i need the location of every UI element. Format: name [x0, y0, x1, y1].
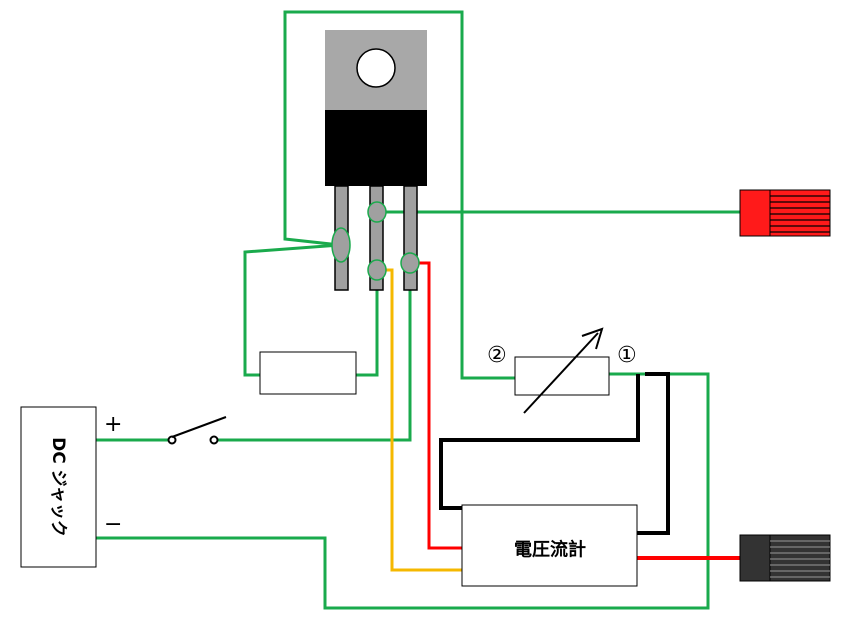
solder-joint-middle-top: [367, 201, 387, 223]
dc-jack-box: [20, 406, 97, 568]
voltage-regulator: [325, 30, 427, 291]
regulator-body: [325, 110, 427, 186]
regulator-mount-hole: [356, 48, 396, 88]
wire-yellow: [377, 268, 462, 572]
wire-resistor-to-mid-pin: [356, 270, 379, 377]
black-terminal-grip: [769, 534, 831, 582]
dc-jack: DC ジャック + −: [20, 406, 122, 568]
potentiometer-arrow-shaft: [523, 332, 599, 414]
black-terminal-cap: [739, 534, 771, 582]
power-switch: [167, 416, 227, 445]
wire-black-pot-to-meter-right: [637, 372, 670, 535]
black-wires: [439, 372, 670, 535]
switch-lever: [171, 416, 227, 438]
potentiometer-arrow-head: [581, 327, 604, 350]
wire-minus-ground: [96, 372, 710, 610]
switch-contact-left: [167, 435, 177, 445]
switch-contact-right: [209, 435, 219, 445]
wire-left-pin-to-resistor: [243, 243, 341, 377]
green-wires: [96, 10, 742, 610]
pot-pin2-label: ②: [487, 343, 507, 368]
wire-switch-to-input-pin: [216, 263, 412, 442]
dc-jack-plus-label: +: [104, 412, 122, 437]
solder-joint-middle-bottom: [367, 259, 387, 281]
meter-box: [461, 504, 638, 587]
solder-joint-right: [400, 252, 420, 274]
red-terminal-grip: [769, 189, 831, 237]
resistor: [259, 351, 357, 395]
pot-pin1-label: ①: [617, 343, 637, 368]
red-terminal: [739, 189, 831, 237]
regulator-pin-right: [403, 185, 418, 291]
wire-red-input: [410, 261, 462, 550]
red-terminal-cap: [739, 189, 771, 237]
dc-jack-minus-label: −: [104, 512, 122, 537]
wire-black-pot-to-meter-top: [439, 374, 640, 510]
dc-jack-label: DC ジャック: [48, 437, 68, 537]
wire-adj-to-pot: [283, 10, 515, 380]
potentiometer-body: [514, 356, 610, 396]
meter-label: 電圧流計: [514, 539, 586, 561]
solder-joint-left: [331, 227, 351, 263]
potentiometer: ② ①: [487, 327, 637, 414]
volt-ammeter: 電圧流計: [461, 504, 638, 587]
black-terminal: [739, 534, 831, 582]
